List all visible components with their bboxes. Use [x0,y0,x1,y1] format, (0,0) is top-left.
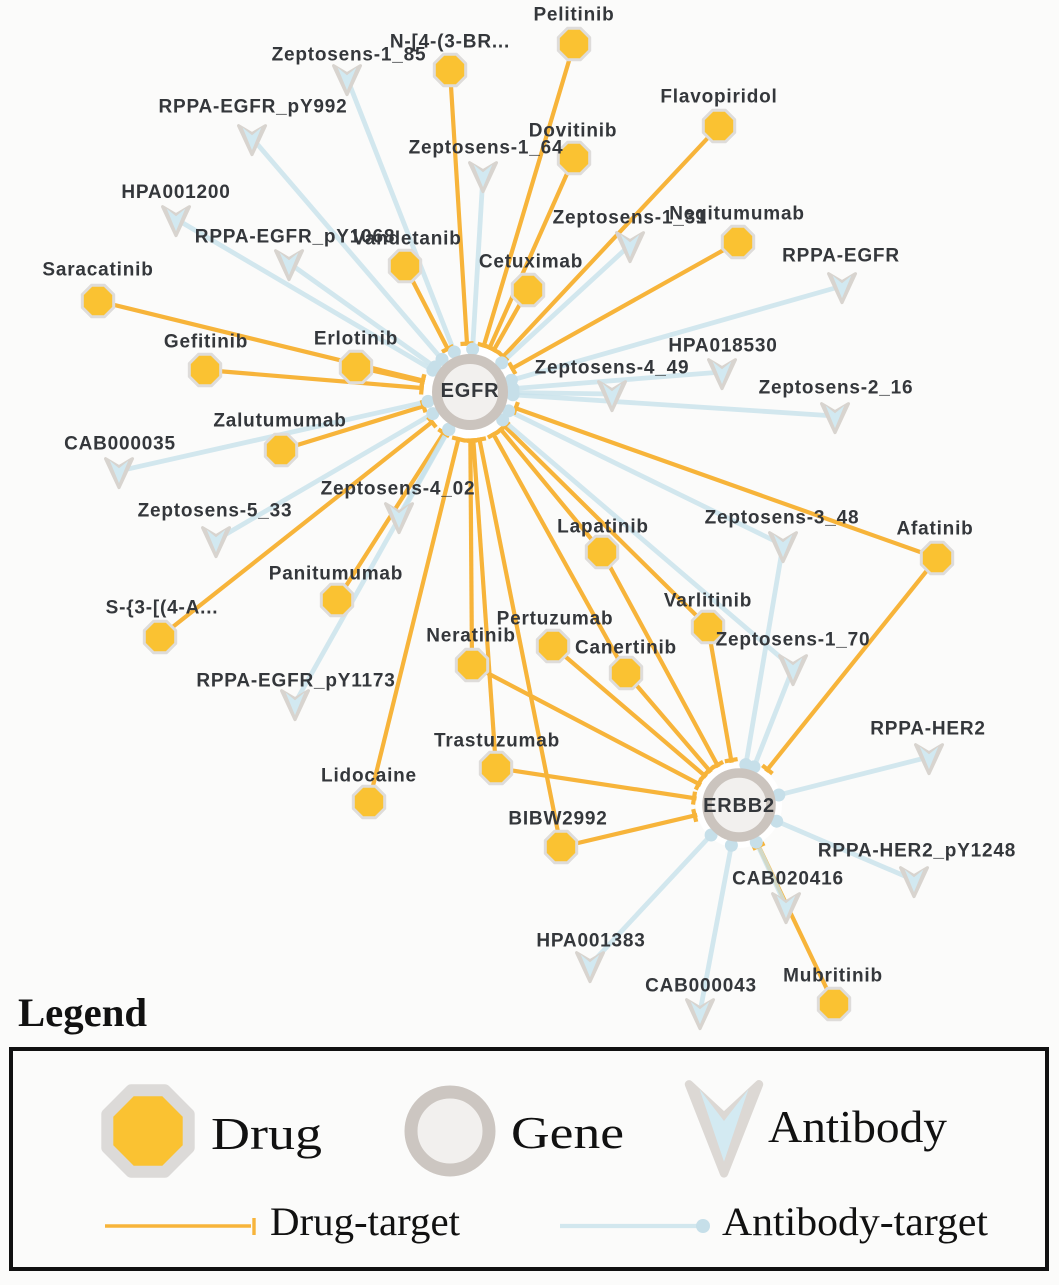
svg-text:Panitumumab: Panitumumab [269,564,403,585]
svg-text:Neratinib: Neratinib [426,626,516,647]
svg-text:Zalutumumab: Zalutumumab [213,411,346,432]
svg-text:HPA001200: HPA001200 [121,182,230,203]
svg-text:HPA018530: HPA018530 [668,336,777,357]
svg-text:Drug: Drug [211,1108,322,1159]
svg-text:Drug-target: Drug-target [270,1199,460,1244]
svg-text:RPPA-EGFR_pY1173: RPPA-EGFR_pY1173 [196,671,395,692]
svg-text:Lidocaine: Lidocaine [321,766,417,787]
svg-text:CAB000043: CAB000043 [645,976,757,997]
svg-text:S-{3-[(4-A...: S-{3-[(4-A... [106,598,219,619]
svg-text:Trastuzumab: Trastuzumab [434,731,560,752]
svg-text:Gefitinib: Gefitinib [164,332,248,353]
svg-text:Mubritinib: Mubritinib [783,966,883,987]
svg-text:Zeptosens-1_64: Zeptosens-1_64 [409,138,564,159]
svg-text:Dovitinib: Dovitinib [529,121,617,142]
svg-text:RPPA-HER2_pY1248: RPPA-HER2_pY1248 [818,841,1016,862]
svg-text:RPPA-HER2: RPPA-HER2 [870,719,986,740]
svg-text:N-[4-(3-BR...: N-[4-(3-BR... [390,32,510,53]
svg-text:Zeptosens-1_85: Zeptosens-1_85 [272,45,427,66]
svg-text:Zeptosens-2_16: Zeptosens-2_16 [759,378,914,399]
svg-text:BIBW2992: BIBW2992 [508,809,607,830]
svg-text:RPPA-EGFR_pY1068: RPPA-EGFR_pY1068 [195,227,395,248]
svg-text:Zeptosens-1_31: Zeptosens-1_31 [553,208,708,229]
svg-text:EGFR: EGFR [441,380,500,402]
svg-text:CAB000035: CAB000035 [64,434,176,455]
svg-text:Cetuximab: Cetuximab [479,252,583,273]
svg-text:Varlitinib: Varlitinib [664,591,752,612]
svg-text:Zeptosens-3_48: Zeptosens-3_48 [705,508,860,529]
svg-text:Erlotinib: Erlotinib [314,329,398,350]
svg-text:Afatinib: Afatinib [896,519,973,540]
svg-text:Zeptosens-4_02: Zeptosens-4_02 [321,479,476,500]
svg-text:Antibody-target: Antibody-target [722,1199,988,1244]
svg-text:Pertuzumab: Pertuzumab [497,609,614,630]
svg-text:Antibody: Antibody [768,1101,947,1152]
svg-text:RPPA-EGFR_pY992: RPPA-EGFR_pY992 [158,97,347,118]
svg-text:Zeptosens-4_49: Zeptosens-4_49 [535,358,690,379]
svg-text:Vandetanib: Vandetanib [352,229,461,250]
svg-text:Lapatinib: Lapatinib [557,517,649,538]
svg-text:CAB020416: CAB020416 [732,869,844,890]
svg-text:Gene: Gene [511,1107,624,1158]
svg-text:Pelitinib: Pelitinib [533,5,614,26]
svg-text:Zeptosens-1_70: Zeptosens-1_70 [716,630,871,651]
svg-text:Flavopiridol: Flavopiridol [660,87,777,108]
svg-text:Legend: Legend [18,990,147,1035]
svg-text:RPPA-EGFR: RPPA-EGFR [782,246,900,267]
svg-text:HPA001383: HPA001383 [536,931,645,952]
svg-text:Zeptosens-5_33: Zeptosens-5_33 [138,501,293,522]
svg-text:Saracatinib: Saracatinib [42,260,153,281]
svg-text:ERBB2: ERBB2 [703,795,775,817]
svg-text:Negitumumab: Negitumumab [669,204,804,225]
svg-text:Canertinib: Canertinib [575,638,677,659]
